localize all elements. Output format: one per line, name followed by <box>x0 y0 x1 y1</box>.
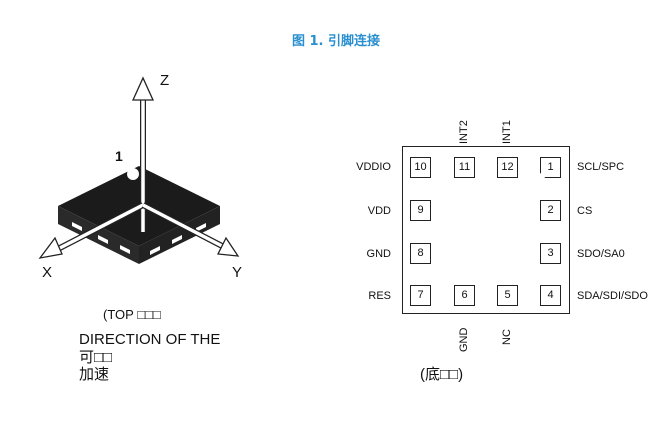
pad-10: 10 <box>410 157 431 178</box>
pad-7: 7 <box>410 285 431 306</box>
pin-label-sdo-sa0: SDO/SA0 <box>577 248 625 260</box>
pin-label-gnd-bottom: GND <box>458 327 470 352</box>
pad-2: 2 <box>540 200 561 221</box>
axis-z <box>131 76 155 232</box>
package-body <box>58 166 220 264</box>
pin-label-vddio: VDDIO <box>356 161 391 173</box>
top-view-caption-line3: 可□□ <box>79 349 113 366</box>
pad-3: 3 <box>540 243 561 264</box>
pin-label-int1: INT1 <box>501 120 513 144</box>
top-view-caption-line1: (TOP □□□ <box>103 307 161 322</box>
pin1-label: 1 <box>115 148 123 164</box>
pin-label-int2: INT2 <box>458 120 470 144</box>
pad-6: 6 <box>454 285 475 306</box>
pin-label-sda-sdi-sdo: SDA/SDI/SDO <box>577 290 648 302</box>
pad-12: 12 <box>497 157 518 178</box>
pad-1: 1 <box>540 157 561 178</box>
axis-label-x: X <box>42 264 53 281</box>
pin-label-vdd: VDD <box>367 205 391 217</box>
pin-label-gnd-left: GND <box>366 248 391 260</box>
package-bottom-outline <box>402 146 570 314</box>
axis-x <box>38 202 145 259</box>
pad-9: 9 <box>410 200 431 221</box>
bottom-view-caption: (底□□) <box>420 366 464 383</box>
pin1-dot <box>127 168 139 180</box>
pad-11: 11 <box>454 157 475 178</box>
pin-label-scl-spc: SCL/SPC <box>577 161 625 173</box>
figure-title: 图 1. 引脚连接 <box>291 34 381 49</box>
axis-label-y: Y <box>232 264 243 281</box>
pin-label-nc: NC <box>501 329 513 345</box>
pad-8: 8 <box>410 243 431 264</box>
pad-5: 5 <box>497 285 518 306</box>
axis-y <box>141 202 240 257</box>
pin-label-cs: CS <box>577 205 593 217</box>
top-view-caption-line4: 加速 <box>79 366 110 383</box>
axis-label-z: Z <box>160 72 170 89</box>
pin-label-res: RES <box>368 290 391 302</box>
pad-4: 4 <box>540 285 561 306</box>
top-view-caption-line2: DIRECTION OF THE <box>79 331 221 348</box>
